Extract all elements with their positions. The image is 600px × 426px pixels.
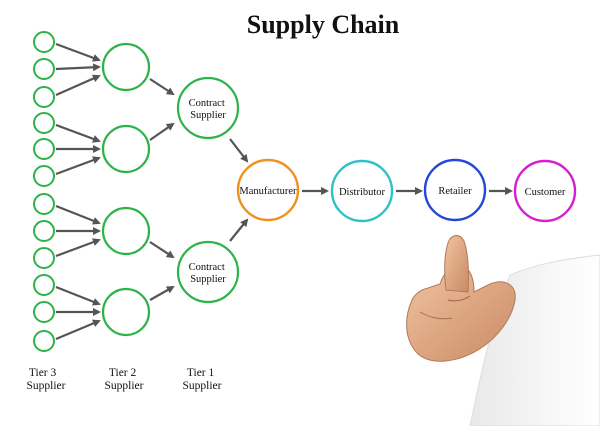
- tier2-circle: [101, 206, 151, 256]
- manufacturer-label: Manufacturer: [239, 186, 297, 197]
- tier3-circle: [33, 330, 55, 352]
- tier3-circle: [33, 138, 55, 160]
- tier1-label-line1: Tier 1: [187, 367, 215, 379]
- contract-supplier-top-line2: Supplier: [190, 110, 226, 121]
- retailer-label: Retailer: [438, 186, 472, 197]
- contract-supplier-top-line1: Contract: [189, 98, 225, 109]
- main-chain-arrows: [229, 138, 513, 242]
- manufacturer-circle: [236, 158, 300, 222]
- knuckle-crease: [419, 311, 453, 320]
- tier3-circle: [33, 165, 55, 187]
- retailer-circle: [423, 158, 487, 222]
- contract-supplier-bottom-line2: Supplier: [190, 274, 226, 285]
- diagram-title: Supply Chain: [247, 10, 400, 39]
- tier2-circle: [101, 124, 151, 174]
- tier3-circle: [33, 193, 55, 215]
- tier1-label-line2: Supplier: [183, 380, 222, 392]
- contract-supplier-top-label: Contract Supplier: [189, 98, 228, 121]
- tier3-circle: [33, 301, 55, 323]
- tier3-label-line2: Supplier: [27, 380, 66, 392]
- tier3-circle: [33, 247, 55, 269]
- distributor-circle: [330, 159, 394, 223]
- tier3-circle: [33, 86, 55, 108]
- customer-circle: [513, 159, 577, 223]
- tier2-circle: [101, 287, 151, 337]
- tier2-label-line2: Supplier: [105, 380, 144, 392]
- tier2-supplier-circles: [101, 42, 151, 337]
- tier1-label: Tier 1 Supplier: [183, 367, 222, 392]
- tier3-circle: [33, 31, 55, 53]
- tier3-circle: [33, 274, 55, 296]
- contract-supplier-top-circle: [176, 76, 240, 140]
- tier2-label: Tier 2 Supplier: [105, 367, 144, 392]
- tier3-supplier-circles: [33, 31, 55, 352]
- hand-palm: [406, 265, 516, 362]
- index-finger: [444, 235, 469, 293]
- tier2-to-tier1-arrows: [149, 78, 175, 301]
- tier2-circle: [101, 42, 151, 92]
- tier2-label-line1: Tier 2: [109, 367, 137, 379]
- finger-crease: [447, 295, 471, 302]
- tier3-to-tier2-arrows: [55, 42, 101, 341]
- contract-supplier-bottom-line1: Contract: [189, 262, 225, 273]
- tier3-label: Tier 3 Supplier: [27, 367, 66, 392]
- tier3-label-line1: Tier 3: [29, 367, 57, 379]
- customer-label: Customer: [525, 187, 566, 198]
- distributor-label: Distributor: [339, 187, 386, 198]
- tier3-circle: [33, 58, 55, 80]
- contract-supplier-bottom-label: Contract Supplier: [189, 262, 228, 285]
- contract-supplier-bottom-circle: [176, 240, 240, 304]
- pointing-hand-image: [406, 235, 600, 426]
- tier3-circle: [33, 220, 55, 242]
- tier1-supplier-circles: [176, 76, 240, 304]
- tier3-circle: [33, 112, 55, 134]
